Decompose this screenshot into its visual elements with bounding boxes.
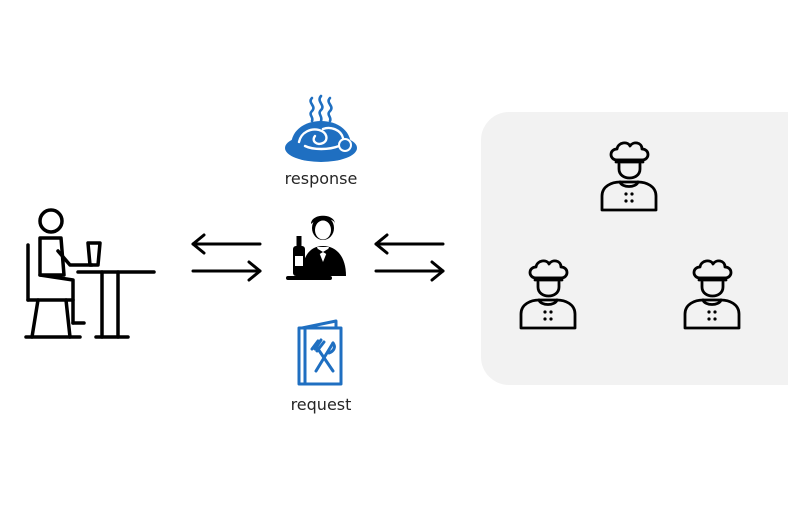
response-label: response (284, 169, 358, 188)
chef-icon (683, 258, 741, 330)
customer-waiter-arrows-icon (190, 232, 263, 284)
waiter-kitchen-arrows-icon (373, 232, 446, 284)
menu-fork-knife-icon (296, 318, 346, 388)
waiter-with-wine-icon (284, 210, 350, 284)
kitchen-area (481, 112, 788, 385)
customer-at-table-icon (18, 205, 158, 340)
chef-icon (600, 140, 658, 212)
chef-icon (519, 258, 577, 330)
request-label: request (290, 395, 352, 414)
steaming-dish-icon (283, 94, 359, 164)
